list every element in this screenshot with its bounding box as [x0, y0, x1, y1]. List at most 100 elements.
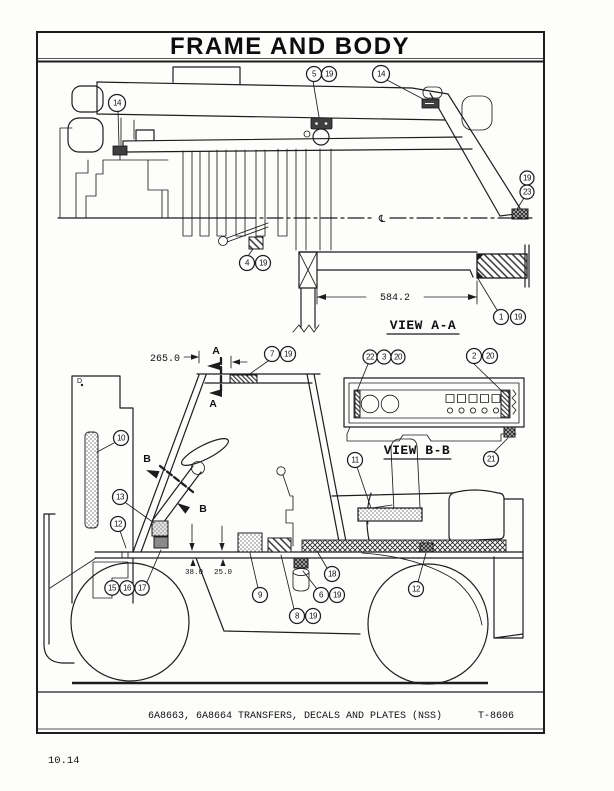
- svg-text:11: 11: [351, 456, 359, 465]
- page-title: FRAME AND BODY: [170, 33, 410, 60]
- svg-text:16: 16: [123, 584, 132, 593]
- fork-shank: [43, 513, 75, 664]
- svg-text:20: 20: [394, 353, 403, 362]
- dimension-beam-length: 584.2: [380, 293, 410, 304]
- decal-21-target: [503, 426, 516, 438]
- callout-19-plate: 19: [320, 65, 338, 83]
- gauge-right: [380, 394, 400, 414]
- truck-side-view: D: [43, 360, 524, 685]
- d-mark: D: [77, 378, 82, 385]
- dimension-floor-rear: 25.0: [214, 569, 233, 577]
- decal-11-target: [357, 507, 423, 522]
- decal-7-target: [229, 374, 258, 384]
- svg-text:19: 19: [284, 350, 293, 359]
- decal-4-target: [248, 236, 264, 250]
- callout-19-fork: 19: [254, 254, 272, 272]
- svg-text:22: 22: [366, 353, 375, 362]
- callout-12-rear: 12: [407, 580, 425, 598]
- callout-10: 10: [112, 429, 130, 447]
- svg-text:14: 14: [113, 99, 122, 108]
- drawing-reference: T-8606: [478, 711, 514, 722]
- svg-text:1: 1: [499, 313, 504, 322]
- section-a-label-top: A: [212, 345, 220, 357]
- steering-column: [151, 465, 202, 528]
- decal-2-target: [500, 390, 510, 418]
- svg-text:6: 6: [319, 591, 324, 600]
- leader-lines: [96, 360, 427, 610]
- figure-caption: 6A8663, 6A8664 TRANSFERS, DECALS AND PLA…: [148, 710, 442, 722]
- svg-text:19: 19: [259, 259, 268, 268]
- dimension-floor-front: 38.0: [185, 569, 204, 577]
- overhead-guard: [132, 373, 349, 553]
- svg-text:12: 12: [412, 585, 421, 594]
- decal-18-target: [301, 539, 507, 553]
- svg-text:21: 21: [487, 455, 496, 464]
- leader-line: [476, 276, 498, 311]
- callout-16: 16: [119, 580, 135, 596]
- callout-21: 21: [482, 450, 500, 468]
- callout-5: 5: [305, 65, 323, 83]
- svg-text:2: 2: [472, 352, 477, 361]
- callout-14-boom-left: 14: [107, 93, 127, 113]
- plate-14-left-target: [112, 145, 128, 156]
- callout-7: 7: [263, 345, 281, 363]
- view-aa-label: VIEW A-A: [390, 318, 456, 333]
- svg-text:3: 3: [382, 353, 387, 362]
- decal-9-target: [237, 532, 263, 553]
- svg-text:13: 13: [116, 493, 125, 502]
- svg-text:23: 23: [523, 188, 532, 197]
- callout-23: 23: [519, 184, 535, 200]
- lift-cylinder-lower: [67, 117, 104, 153]
- front-wheel: [70, 562, 190, 682]
- callout-8: 8: [288, 607, 306, 625]
- centerline-symbol: ℄: [378, 214, 386, 225]
- switch-row: [445, 394, 501, 414]
- decal-10-target: [84, 431, 99, 529]
- callout-2: 2: [465, 347, 483, 365]
- lift-cylinder-upper: [71, 85, 104, 113]
- callout-19-floor: 19: [304, 607, 322, 625]
- decal-13-target: [151, 520, 169, 537]
- mast: [71, 375, 134, 604]
- callout-12-left: 12: [109, 515, 127, 533]
- callout-17: 17: [134, 580, 150, 596]
- svg-text:15: 15: [108, 584, 117, 593]
- view-bb-label: VIEW B-B: [384, 443, 450, 458]
- callout-19-viewaa: 19: [509, 308, 527, 326]
- radiator: [448, 489, 505, 542]
- callout-6: 6: [312, 586, 330, 604]
- svg-text:19: 19: [523, 174, 532, 183]
- page-number: 10.14: [48, 755, 80, 767]
- svg-text:20: 20: [486, 352, 495, 361]
- section-b-label-top: B: [143, 453, 151, 465]
- section-marks: 265.0 A A B B 38.0 25.0: [143, 345, 248, 577]
- fork-tines: [182, 148, 332, 251]
- steering-wheel: [181, 438, 229, 466]
- rear-wheel: [367, 563, 489, 685]
- svg-text:19: 19: [514, 313, 523, 322]
- svg-text:9: 9: [258, 591, 263, 600]
- callout-18: 18: [323, 565, 341, 583]
- decal-6-target: [293, 557, 309, 569]
- decal-1-target: [476, 253, 528, 279]
- callout-13: 13: [111, 488, 129, 506]
- svg-text:4: 4: [245, 259, 250, 268]
- section-a-label-bottom: A: [209, 398, 217, 410]
- callout-3: 3: [376, 349, 392, 365]
- decal-12-left-target: [121, 551, 129, 559]
- callout-9: 9: [251, 586, 269, 604]
- callout-22: 22: [362, 349, 378, 365]
- callout-15: 15: [104, 580, 120, 596]
- panel-face: [353, 389, 511, 419]
- shift-lever-knob: [276, 466, 286, 476]
- page-frame: [36, 31, 545, 734]
- svg-text:19: 19: [325, 70, 334, 79]
- callout-19-roof: 19: [279, 345, 297, 363]
- svg-text:7: 7: [270, 350, 275, 359]
- svg-text:14: 14: [377, 70, 386, 79]
- pad-19-23-target: [511, 208, 529, 220]
- callout-20-right: 20: [481, 347, 499, 365]
- svg-text:19: 19: [333, 591, 342, 600]
